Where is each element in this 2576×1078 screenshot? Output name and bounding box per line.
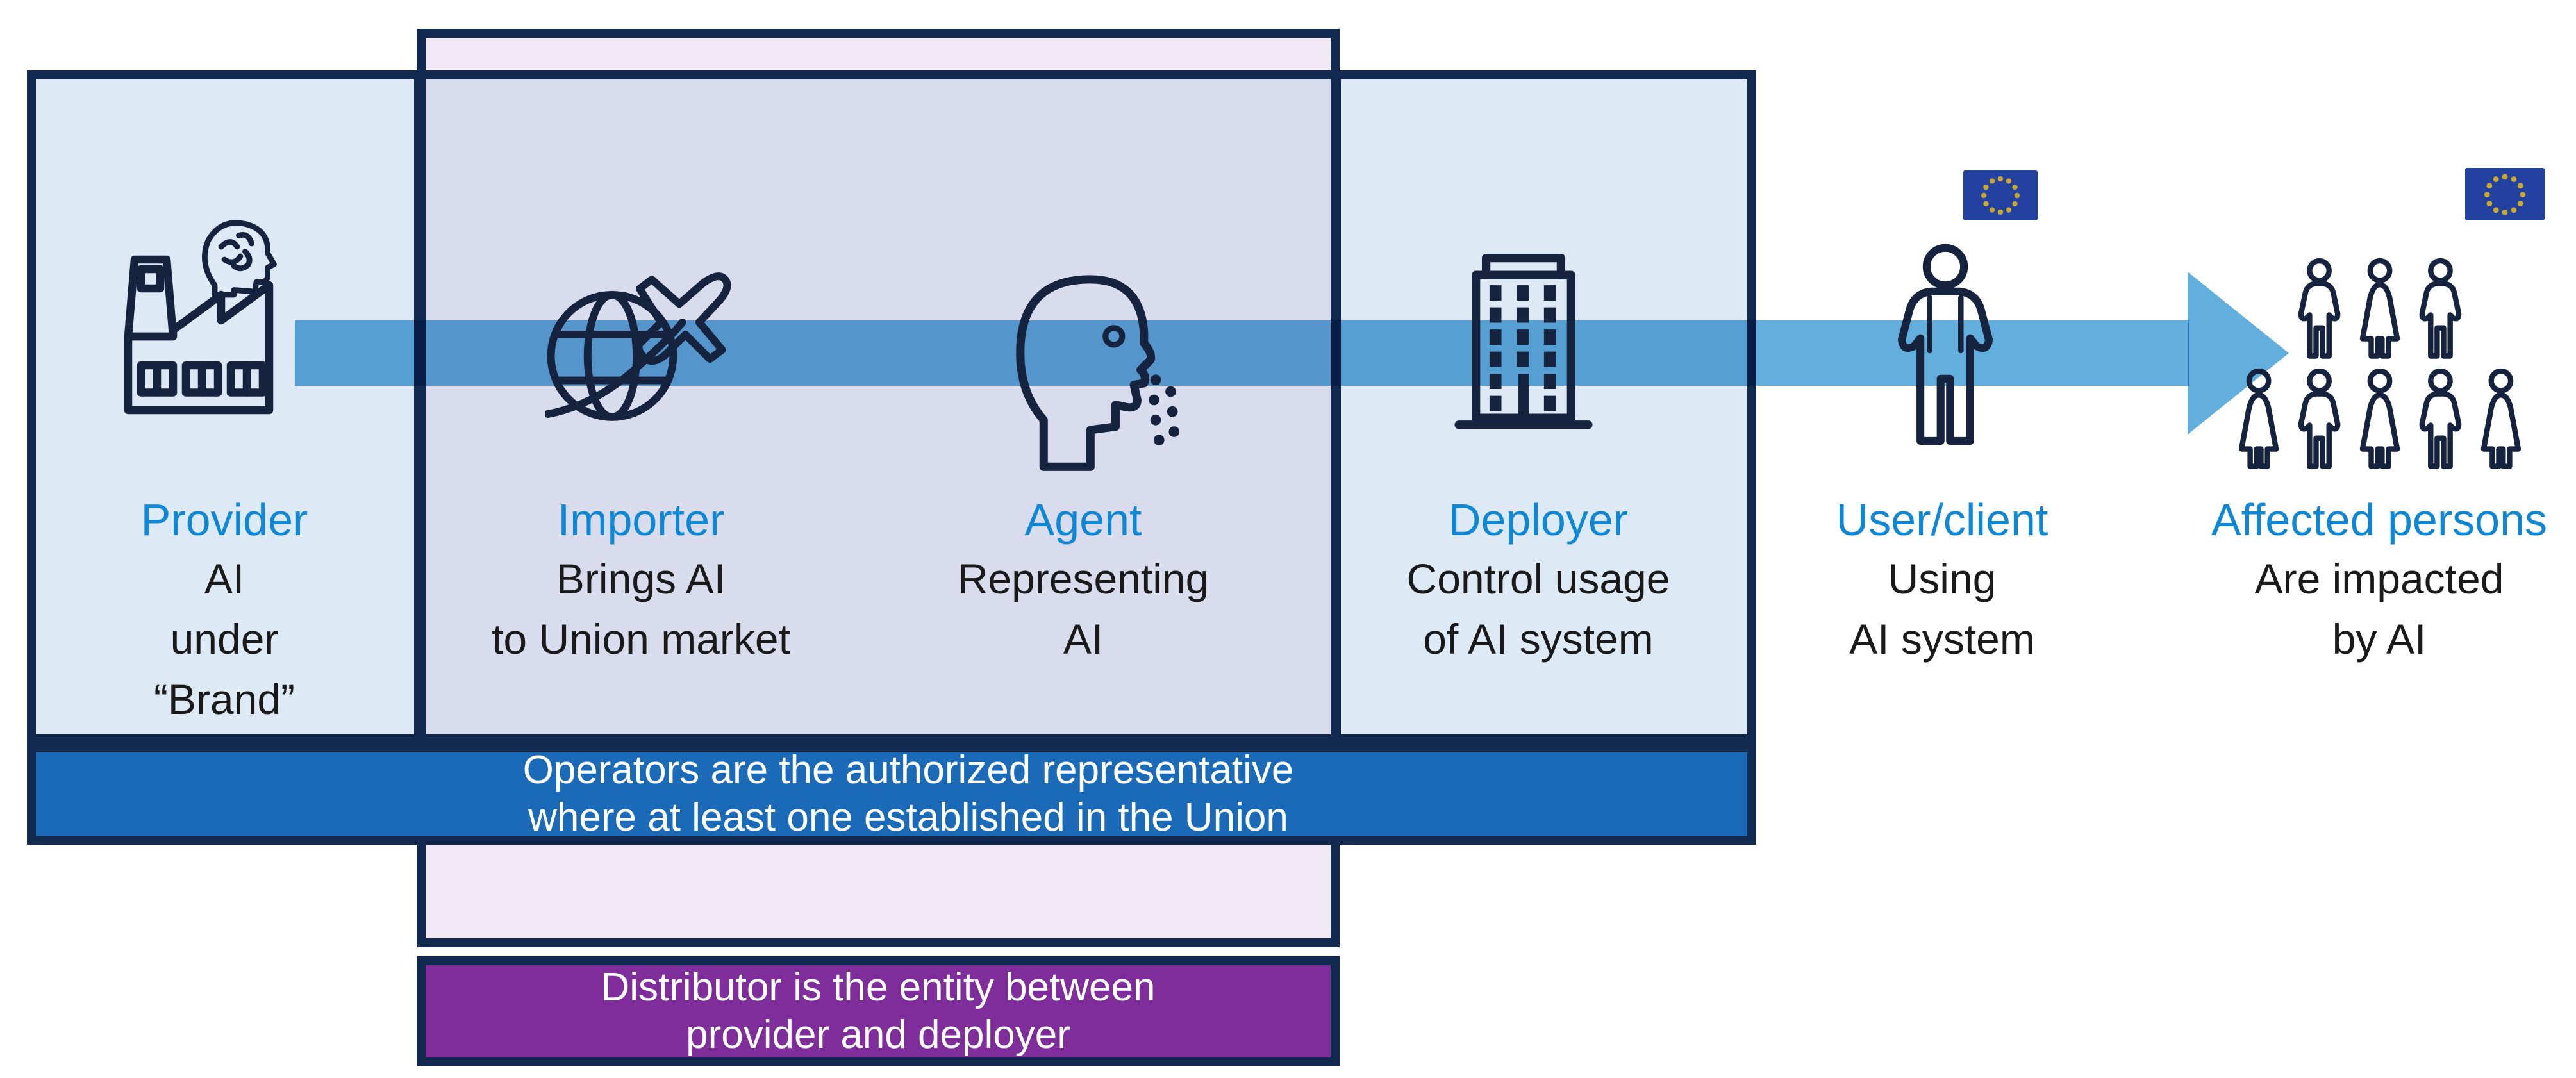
- role-title-provider: Provider: [140, 495, 308, 545]
- role-line: Using: [1888, 555, 1997, 602]
- role-title-affected-persons: Affected persons: [2211, 495, 2548, 545]
- role-title-agent: Agent: [1024, 495, 1142, 545]
- globe-plane-icon: [545, 263, 744, 426]
- operators-banner-line2: where at least one established in the Un…: [528, 795, 1288, 840]
- office-building-icon: [1454, 251, 1593, 438]
- distributor-banner: Distributor is the entity between provid…: [417, 956, 1340, 1066]
- eu-flag-icon: [1963, 170, 2038, 220]
- role-line: to Union market: [492, 615, 790, 663]
- head-profile-icon: [993, 242, 1186, 489]
- column-deployer: Deployer Control usage of AI system: [1314, 493, 1763, 669]
- role-line: “Brand”: [153, 676, 295, 723]
- role-line: AI: [204, 555, 245, 602]
- role-line: by AI: [2332, 615, 2427, 663]
- role-title-user-client: User/client: [1836, 495, 2048, 545]
- person-icon: [1891, 234, 2000, 452]
- role-line: Control usage: [1406, 555, 1670, 602]
- column-user-client: User/client Using AI system: [1718, 493, 2166, 669]
- people-group-icon: [2235, 244, 2525, 486]
- column-provider: Provider AI under “Brand”: [0, 493, 449, 729]
- role-title-importer: Importer: [557, 495, 725, 545]
- operators-banner: Operators are the authorized representat…: [27, 743, 1756, 845]
- role-title-deployer: Deployer: [1448, 495, 1629, 545]
- eu-flag-icon: [2465, 168, 2545, 220]
- role-line: Brings AI: [556, 555, 726, 602]
- column-agent: Agent Representing AI: [859, 493, 1308, 669]
- column-affected-persons: Affected persons Are impacted by AI: [2155, 493, 2576, 669]
- distributor-banner-line2: provider and deployer: [686, 1013, 1070, 1057]
- role-line: AI system: [1849, 615, 2035, 663]
- column-importer: Importer Brings AI to Union market: [417, 493, 865, 669]
- distributor-banner-line1: Distributor is the entity between: [601, 965, 1156, 1009]
- role-line: Representing: [957, 555, 1209, 602]
- role-line: AI: [1063, 615, 1104, 663]
- role-line: under: [170, 615, 279, 663]
- role-line: of AI system: [1423, 615, 1654, 663]
- factory-ai-icon: [109, 211, 288, 423]
- operators-banner-line1: Operators are the authorized representat…: [522, 748, 1294, 792]
- role-line: Are impacted: [2254, 555, 2504, 602]
